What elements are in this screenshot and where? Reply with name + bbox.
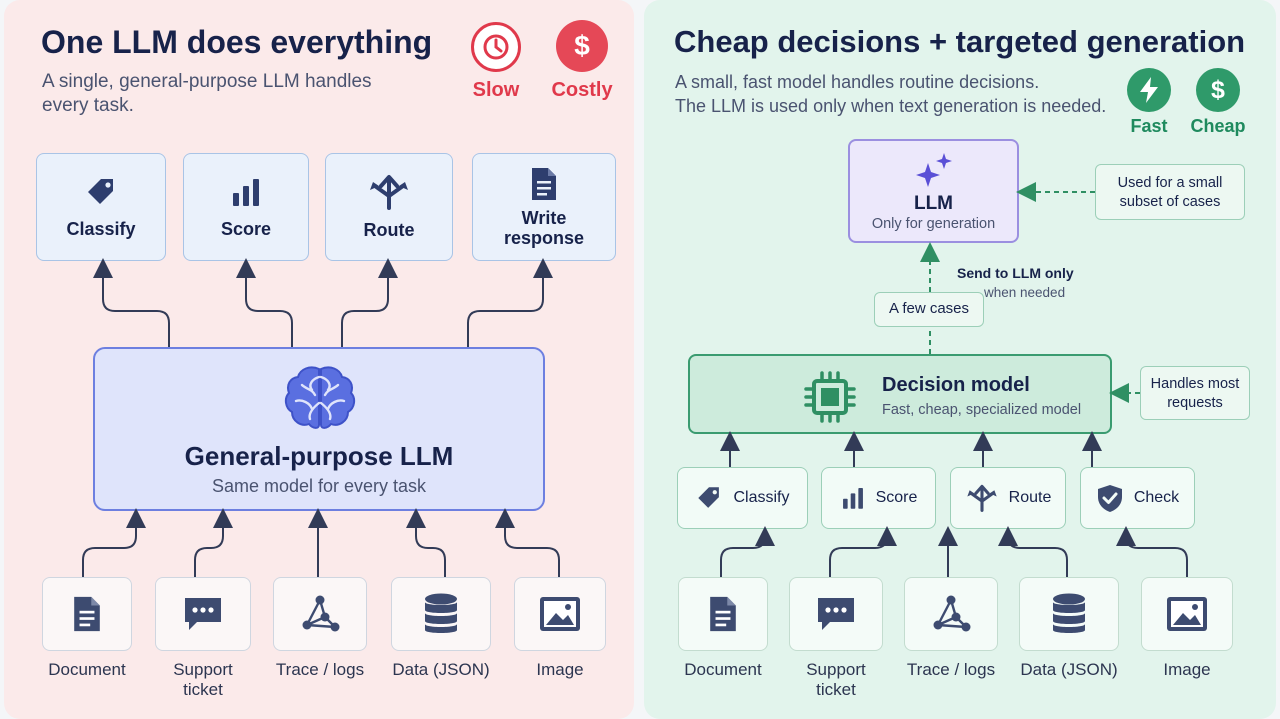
right-subtitle-line2: The LLM is used only when text generatio…	[675, 96, 1107, 116]
input-image-label: Image	[536, 660, 584, 679]
route-arrows-icon	[370, 175, 408, 210]
tag-icon	[88, 179, 113, 204]
when-needed-label: when needed	[984, 285, 1066, 300]
task-write-response: Write response	[472, 153, 616, 261]
task-route-label: Route	[363, 220, 415, 240]
document-icon	[532, 168, 556, 200]
r-input-image-label: Image	[1163, 660, 1211, 679]
left-subtitle: A single, general-purpose LLM handles ev…	[42, 70, 372, 118]
r-input-trace-logs	[904, 577, 998, 651]
input-support-ticket	[155, 577, 251, 651]
right-panel: Cheap decisions + targeted generation A …	[644, 0, 1276, 719]
llm-subtitle: Only for generation	[871, 216, 996, 232]
send-to-llm-label: Send to LLM only	[957, 265, 1074, 281]
right-subtitle: A small, fast model handles routine deci…	[675, 70, 1106, 118]
decision-model-subtitle: Fast, cheap, specialized model	[882, 402, 1082, 418]
dollar-icon: $	[1196, 68, 1240, 112]
few-cases-badge: A few cases	[874, 292, 984, 327]
lightning-icon	[1127, 68, 1171, 112]
r-task-route: Route	[950, 467, 1066, 529]
document-icon	[74, 596, 100, 632]
llm-title: LLM	[913, 193, 954, 214]
r-task-classify: Classify	[677, 467, 808, 529]
task-classify-label: Classify	[66, 219, 136, 239]
r-task-classify-label: Classify	[733, 489, 790, 506]
input-trace-label: Trace / logs	[275, 660, 365, 679]
input-trace-logs	[273, 577, 367, 651]
task-write-label-line1: Write	[521, 208, 567, 228]
graph-icon	[933, 595, 971, 632]
decision-model-title: Decision model	[882, 374, 1030, 396]
llm-note-line1: Used for a small	[1117, 175, 1223, 191]
r-input-support-label-line1: Support	[806, 660, 866, 679]
left-title: One LLM does everything	[41, 24, 433, 60]
left-subtitle-line1: A single, general-purpose LLM handles	[42, 71, 372, 92]
input-support-label-line2: ticket	[183, 680, 223, 699]
r-task-check-label: Check	[1133, 489, 1180, 506]
task-route: Route	[325, 153, 453, 261]
r-task-check: Check	[1080, 467, 1195, 529]
input-data-json	[391, 577, 491, 651]
r-input-image	[1141, 577, 1233, 651]
general-llm-box: General-purpose LLM Same model for every…	[93, 347, 545, 511]
fast-badge: Fast	[1130, 116, 1168, 136]
r-input-support-label-line2: ticket	[816, 680, 856, 699]
llm-note-line2: subset of cases	[1119, 194, 1221, 210]
r-task-score-label: Score	[875, 489, 918, 506]
r-input-trace-label: Trace / logs	[906, 660, 996, 679]
llm-note: Used for a small subset of cases	[1095, 164, 1245, 220]
chip-icon	[804, 371, 856, 423]
decision-note-line1: Handles most	[1150, 376, 1240, 392]
llm-box: LLM Only for generation	[848, 139, 1019, 243]
chat-icon	[185, 598, 221, 630]
left-panel: One LLM does everything A single, genera…	[4, 0, 634, 719]
r-input-document	[678, 577, 768, 651]
decision-note-line2: requests	[1167, 395, 1223, 411]
input-data-label: Data (JSON)	[392, 660, 490, 679]
r-input-data-label: Data (JSON)	[1020, 660, 1118, 679]
costly-badge: Costly	[551, 79, 613, 101]
input-support-label-line1: Support	[173, 660, 233, 679]
r-task-route-label: Route	[1008, 489, 1052, 506]
decision-model-box: Decision model Fast, cheap, specialized …	[688, 354, 1112, 434]
input-document-label: Document	[48, 660, 126, 679]
bar-chart-icon	[233, 179, 259, 206]
image-icon	[540, 597, 580, 631]
shield-check-icon	[1097, 485, 1122, 512]
brain-icon	[284, 366, 356, 429]
clock-icon	[471, 22, 521, 72]
r-input-data-json	[1019, 577, 1119, 651]
task-score-label: Score	[220, 219, 272, 239]
right-title: Cheap decisions + targeted generation	[674, 24, 1246, 59]
cheap-badge: Cheap	[1190, 116, 1246, 136]
input-support-label: Support ticket	[152, 660, 254, 700]
general-llm-title: General-purpose LLM	[184, 441, 454, 471]
r-input-support-ticket	[789, 577, 883, 651]
task-score: Score	[183, 153, 309, 261]
general-llm-subtitle: Same model for every task	[211, 476, 427, 496]
route-arrows-icon	[966, 484, 997, 512]
r-task-score: Score	[821, 467, 936, 529]
r-input-support-label: Support ticket	[785, 660, 887, 700]
slow-badge: Slow	[472, 79, 520, 101]
r-input-document-label: Document	[684, 660, 762, 679]
document-icon	[710, 596, 736, 632]
task-write-label-line2: response	[503, 228, 585, 248]
tag-icon	[698, 487, 720, 508]
decision-note: Handles most requests	[1140, 366, 1250, 420]
database-icon	[1053, 593, 1085, 633]
task-classify: Classify	[36, 153, 166, 261]
sparkle-icon	[916, 153, 952, 187]
dollar-icon: $	[556, 20, 608, 72]
input-document	[42, 577, 132, 651]
graph-icon	[302, 595, 340, 632]
input-image	[514, 577, 606, 651]
bar-chart-icon	[842, 488, 863, 509]
image-icon	[1167, 597, 1207, 631]
database-icon	[425, 593, 457, 633]
right-subtitle-line1: A small, fast model handles routine deci…	[675, 72, 1040, 92]
left-subtitle-line2: every task.	[42, 95, 134, 116]
chat-icon	[818, 598, 854, 630]
